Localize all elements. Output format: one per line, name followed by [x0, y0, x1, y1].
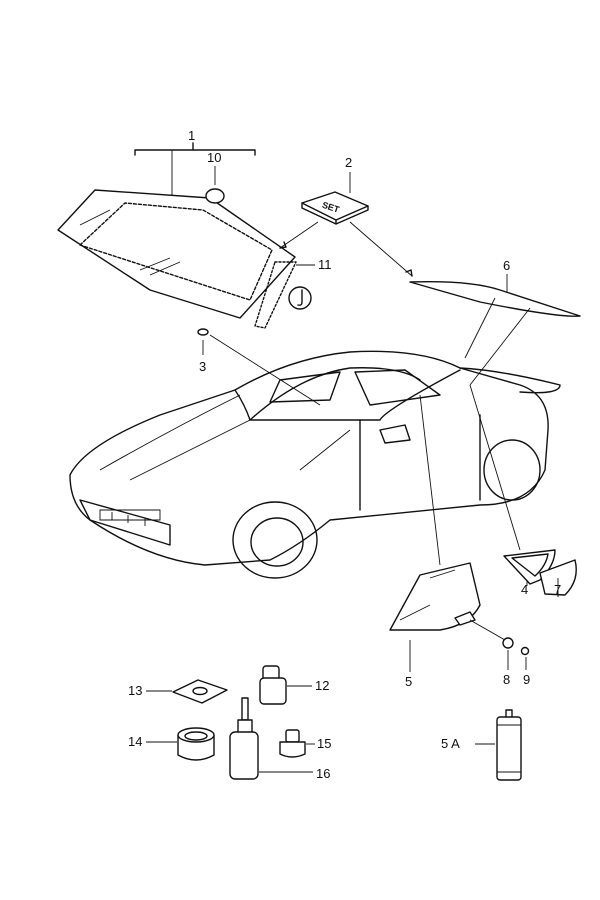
- callout-label-1: 1: [188, 128, 195, 143]
- callout-label-9: 9: [523, 672, 530, 687]
- callout-label-7: 5: [405, 674, 412, 689]
- callout-label-8: 8: [503, 672, 510, 687]
- callout-label-14: 14: [128, 734, 142, 749]
- callout-5A: 5 A: [441, 709, 522, 781]
- callout-10: 10: [205, 150, 225, 204]
- callout-label-16: 16: [316, 766, 330, 781]
- callout-label-5A: 5 A: [441, 736, 460, 751]
- callout-label-10: 10: [207, 150, 221, 165]
- callout-1: 1: [134, 128, 256, 200]
- callout-label-15: 15: [317, 736, 331, 751]
- callout-2: 2 SET: [279, 155, 413, 277]
- callout-label-3: 3: [199, 359, 206, 374]
- clip-part: [205, 188, 225, 204]
- car-body: [69, 350, 561, 579]
- callout-12: 12: [259, 665, 329, 705]
- callout-13: 13: [128, 679, 228, 704]
- callout-label-12: 12: [315, 678, 329, 693]
- callout-label-13: 13: [128, 683, 142, 698]
- callout-label-5: 4: [521, 582, 528, 597]
- callout-14: 14: [128, 727, 215, 761]
- callout-15: 15: [279, 729, 331, 758]
- callout-label-6: 6: [503, 258, 510, 273]
- callout-label-4: 7: [554, 582, 561, 597]
- callout-label-11: 11: [318, 257, 332, 272]
- callout-11: 11: [254, 257, 332, 329]
- callout-6: 6: [409, 258, 581, 386]
- callout-7: 5: [389, 394, 506, 689]
- callout-8-9: 8 9: [502, 637, 530, 687]
- windshield: [57, 189, 296, 319]
- callout-3: 3: [197, 328, 321, 406]
- callout-5-4: 4 7: [469, 384, 577, 597]
- callout-label-2: 2: [345, 155, 352, 170]
- adhesive-symbol-icon: [288, 286, 312, 310]
- callout-16: 16: [229, 697, 330, 781]
